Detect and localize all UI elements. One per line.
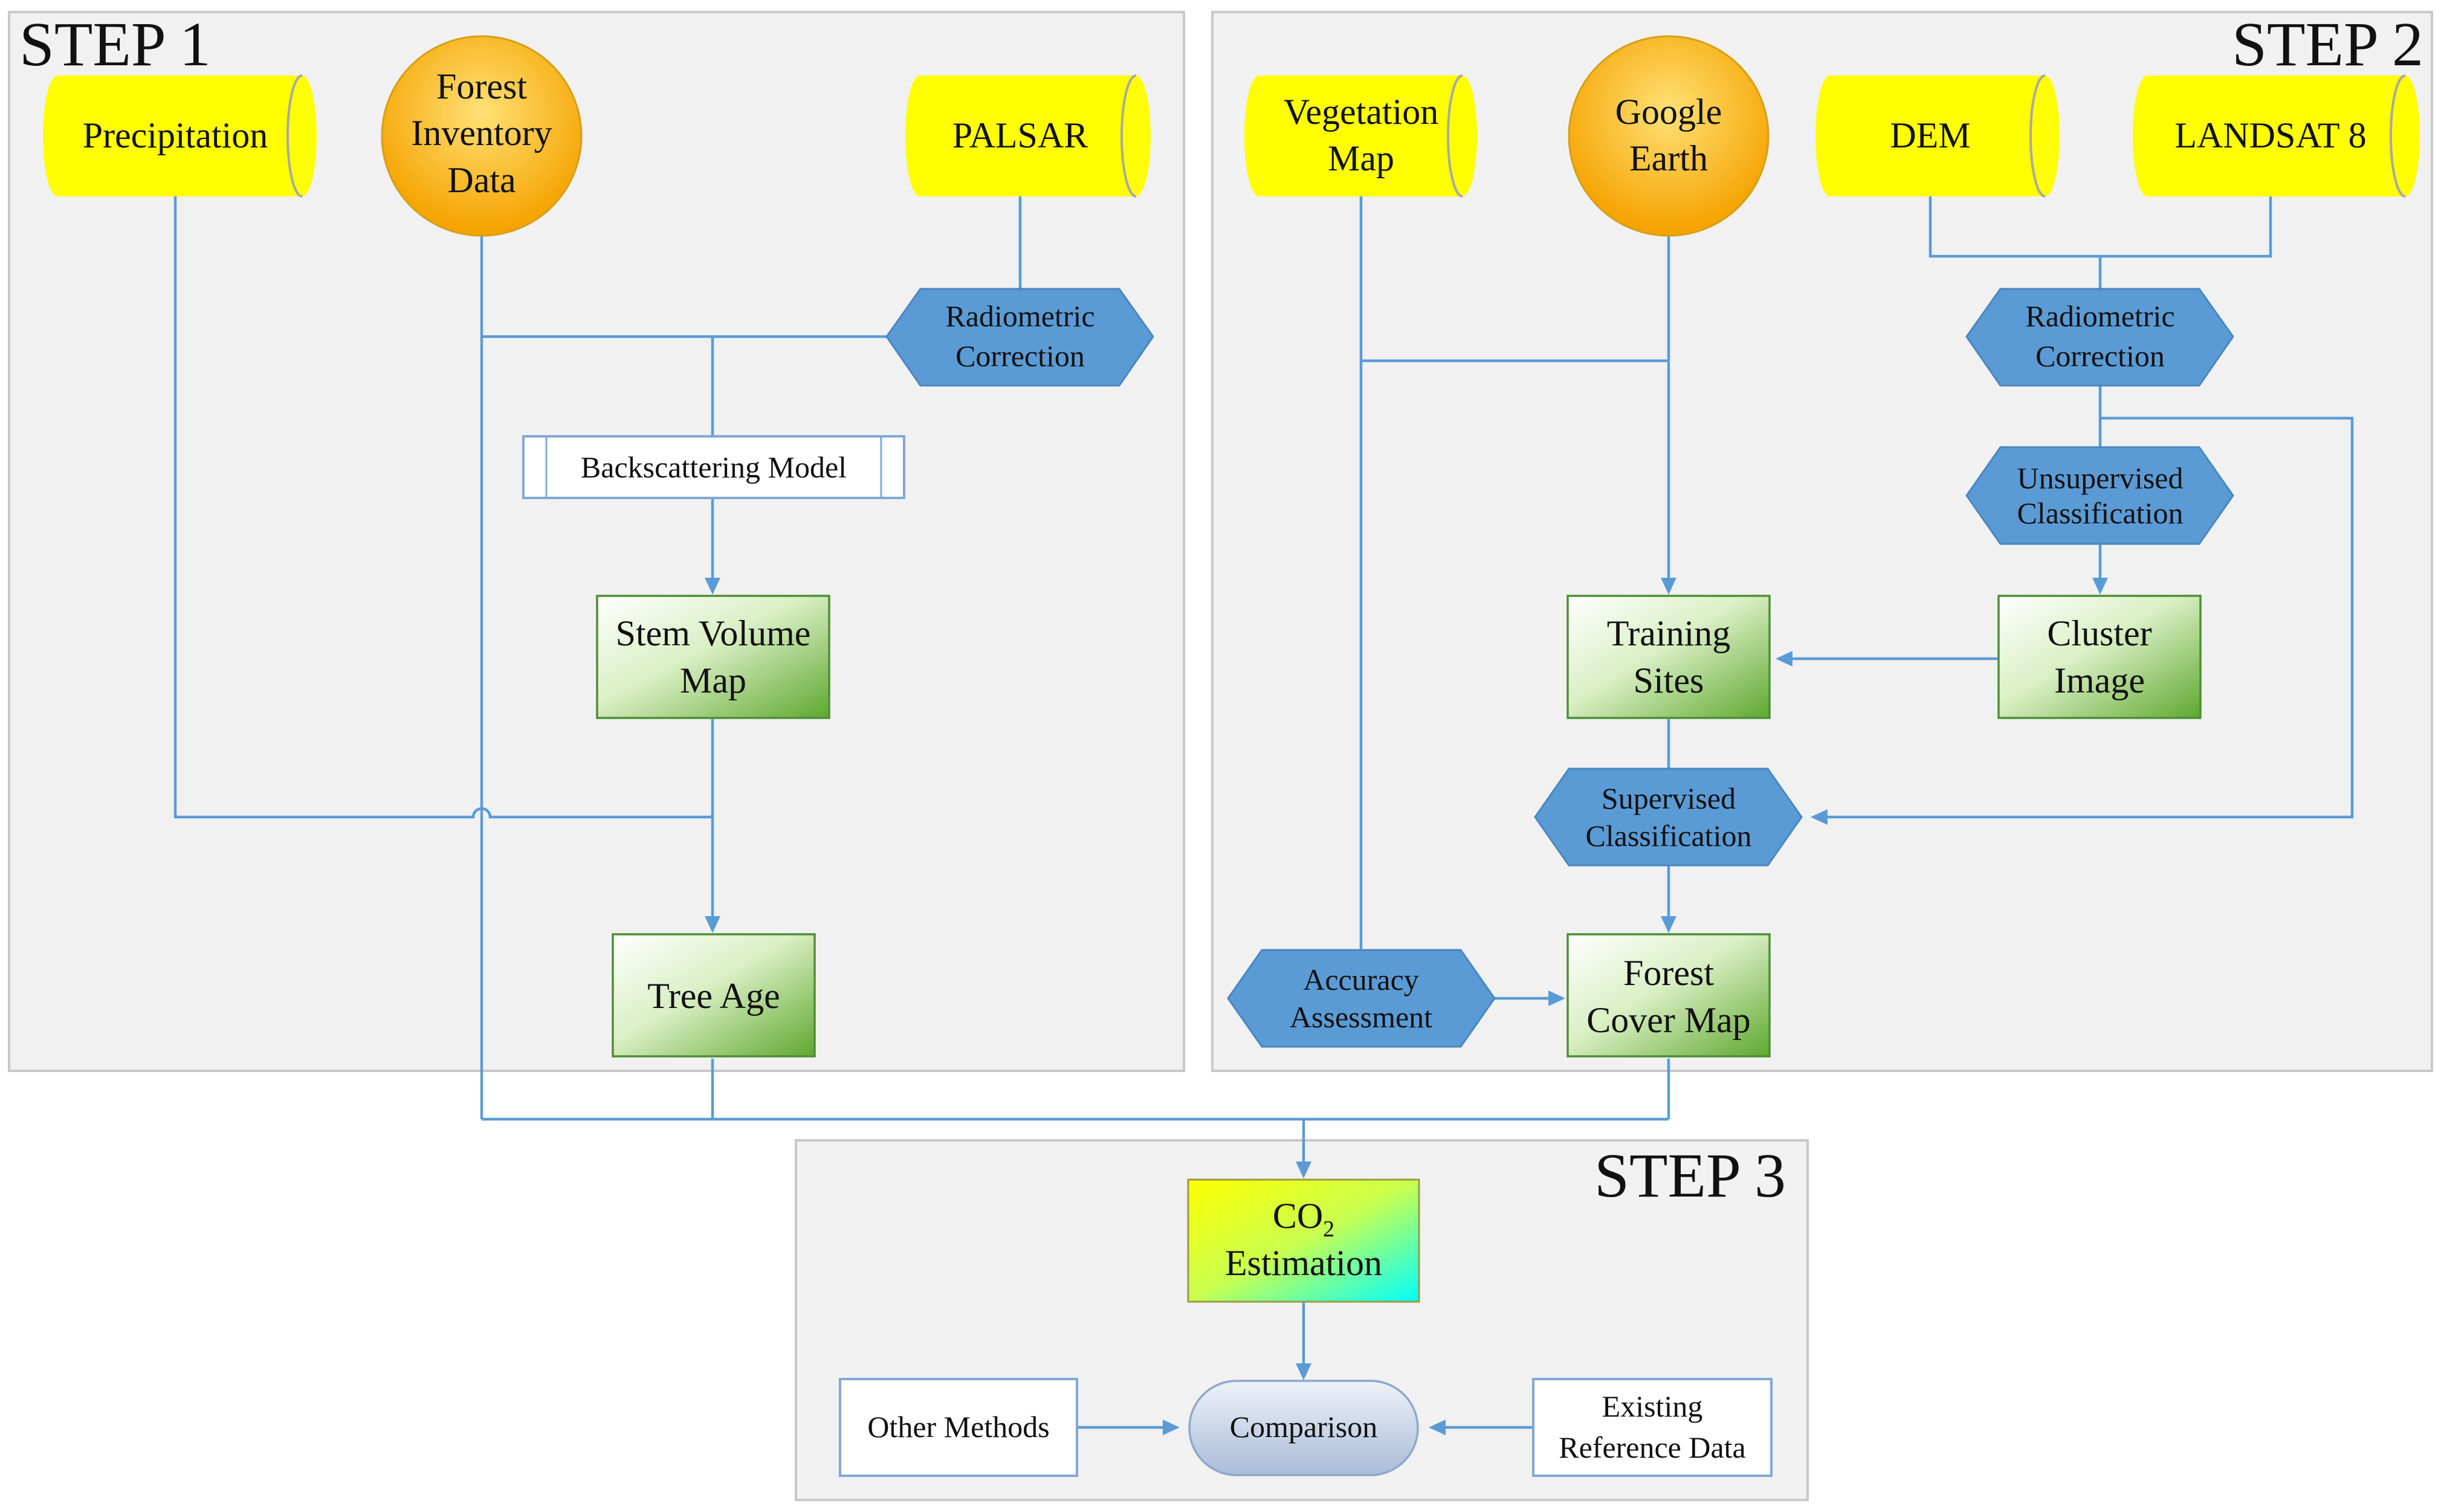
radiometric-correction-2-node: Radiometric Correction xyxy=(1965,288,2234,387)
arrowhead xyxy=(1811,809,1828,825)
arrowhead xyxy=(1548,990,1565,1006)
co2-estimation-node: CO2 Estimation xyxy=(1187,1178,1420,1303)
forest-cover-map-line1: Forest xyxy=(1623,953,1714,993)
radiometric-correction-1-line1: Radiometric xyxy=(945,299,1094,333)
stem-volume-map-line1: Stem Volume xyxy=(616,613,811,653)
arrowhead xyxy=(1296,1363,1311,1380)
forest-cover-map-node: Forest Cover Map xyxy=(1566,933,1771,1058)
unsupervised-classification-node: Unsupervised Classification xyxy=(1965,446,2234,545)
vegetation-map-line2: Map xyxy=(1328,138,1394,178)
other-methods-node: Other Methods xyxy=(839,1378,1078,1477)
forest-inventory-node: Forest Inventory Data xyxy=(381,35,583,237)
unsupervised-classification-line2: Classification xyxy=(2017,496,2184,530)
tree-age-label: Tree Age xyxy=(647,976,780,1016)
dem-label: DEM xyxy=(1890,115,1970,155)
accuracy-assessment-node: Accuracy Assessment xyxy=(1227,949,1496,1048)
landsat8-node: LANDSAT 8 xyxy=(2133,74,2420,198)
accuracy-assessment-line2: Assessment xyxy=(1290,1000,1432,1034)
google-earth-line2: Earth xyxy=(1629,138,1708,178)
arrowhead xyxy=(1296,1161,1311,1178)
arrowhead xyxy=(1661,578,1676,595)
precipitation-label: Precipitation xyxy=(83,115,268,155)
existing-reference-line1: Existing xyxy=(1602,1389,1703,1423)
tree-age-node: Tree Age xyxy=(612,933,816,1058)
forest-cover-map-line2: Cover Map xyxy=(1586,1000,1751,1040)
supervised-classification-node: Supervised Classification xyxy=(1534,767,1803,867)
comparison-label: Comparison xyxy=(1230,1410,1377,1444)
co2-estimation-line1: CO2 xyxy=(1273,1196,1334,1242)
radiometric-correction-1-node: Radiometric Correction xyxy=(885,288,1154,387)
arrowhead xyxy=(1776,651,1793,667)
vegetation-map-line1: Vegetation xyxy=(1284,92,1439,132)
google-earth-line1: Google xyxy=(1615,92,1722,132)
co2-estimation-line2: Estimation xyxy=(1225,1243,1382,1283)
training-sites-line2: Sites xyxy=(1634,661,1704,700)
arrowheads xyxy=(705,578,2108,1435)
edge-loop-right xyxy=(1822,416,2354,819)
backscattering-model-node: Backscattering Model xyxy=(522,435,905,499)
arrowhead xyxy=(705,578,720,595)
google-earth-node: Google Earth xyxy=(1568,35,1770,237)
forest-inventory-line2: Inventory xyxy=(411,113,552,153)
palsar-node: PALSAR xyxy=(905,74,1151,198)
precipitation-node: Precipitation xyxy=(43,74,317,198)
arrowhead xyxy=(2092,578,2108,595)
connectors xyxy=(173,195,2354,1429)
radiometric-correction-2-line2: Correction xyxy=(2035,339,2165,373)
co2-subscript: 2 xyxy=(1323,1216,1334,1242)
dem-node: DEM xyxy=(1815,74,2060,198)
arrowhead xyxy=(1163,1420,1180,1435)
comparison-node: Comparison xyxy=(1188,1380,1419,1476)
other-methods-label: Other Methods xyxy=(867,1410,1049,1444)
training-sites-node: Training Sites xyxy=(1566,595,1771,719)
existing-reference-node: Existing Reference Data xyxy=(1532,1378,1773,1477)
unsupervised-classification-line1: Unsupervised xyxy=(2017,461,2184,495)
vegetation-map-node: Vegetation Map xyxy=(1244,74,1477,198)
backscattering-model-label: Backscattering Model xyxy=(581,450,847,484)
palsar-label: PALSAR xyxy=(952,115,1088,155)
edge-precipitation-down xyxy=(173,195,713,819)
step3-title: STEP 3 xyxy=(1594,1141,1786,1210)
forest-inventory-line1: Forest xyxy=(436,66,527,106)
cluster-image-line1: Cluster xyxy=(2047,613,2151,653)
radiometric-correction-1-line2: Correction xyxy=(955,339,1085,373)
landsat8-label: LANDSAT 8 xyxy=(2174,115,2366,155)
stem-volume-map-node: Stem Volume Map xyxy=(596,595,830,719)
stem-volume-map-line2: Map xyxy=(680,661,746,700)
arrowhead xyxy=(1661,916,1676,933)
arrowhead xyxy=(705,916,720,933)
cluster-image-node: Cluster Image xyxy=(1997,595,2202,719)
supervised-classification-line2: Classification xyxy=(1586,819,1752,853)
existing-reference-line2: Reference Data xyxy=(1559,1430,1746,1464)
training-sites-line1: Training xyxy=(1607,613,1731,653)
arrowhead xyxy=(1429,1420,1446,1435)
forest-inventory-line3: Data xyxy=(447,160,516,200)
step2-title: STEP 2 xyxy=(2232,10,2423,79)
radiometric-correction-2-line1: Radiometric xyxy=(2025,299,2174,333)
step1-title: STEP 1 xyxy=(19,10,211,79)
co2-label: CO xyxy=(1273,1196,1323,1236)
accuracy-assessment-line1: Accuracy xyxy=(1303,963,1419,997)
supervised-classification-line1: Supervised xyxy=(1602,781,1736,815)
cluster-image-line2: Image xyxy=(2054,661,2145,700)
